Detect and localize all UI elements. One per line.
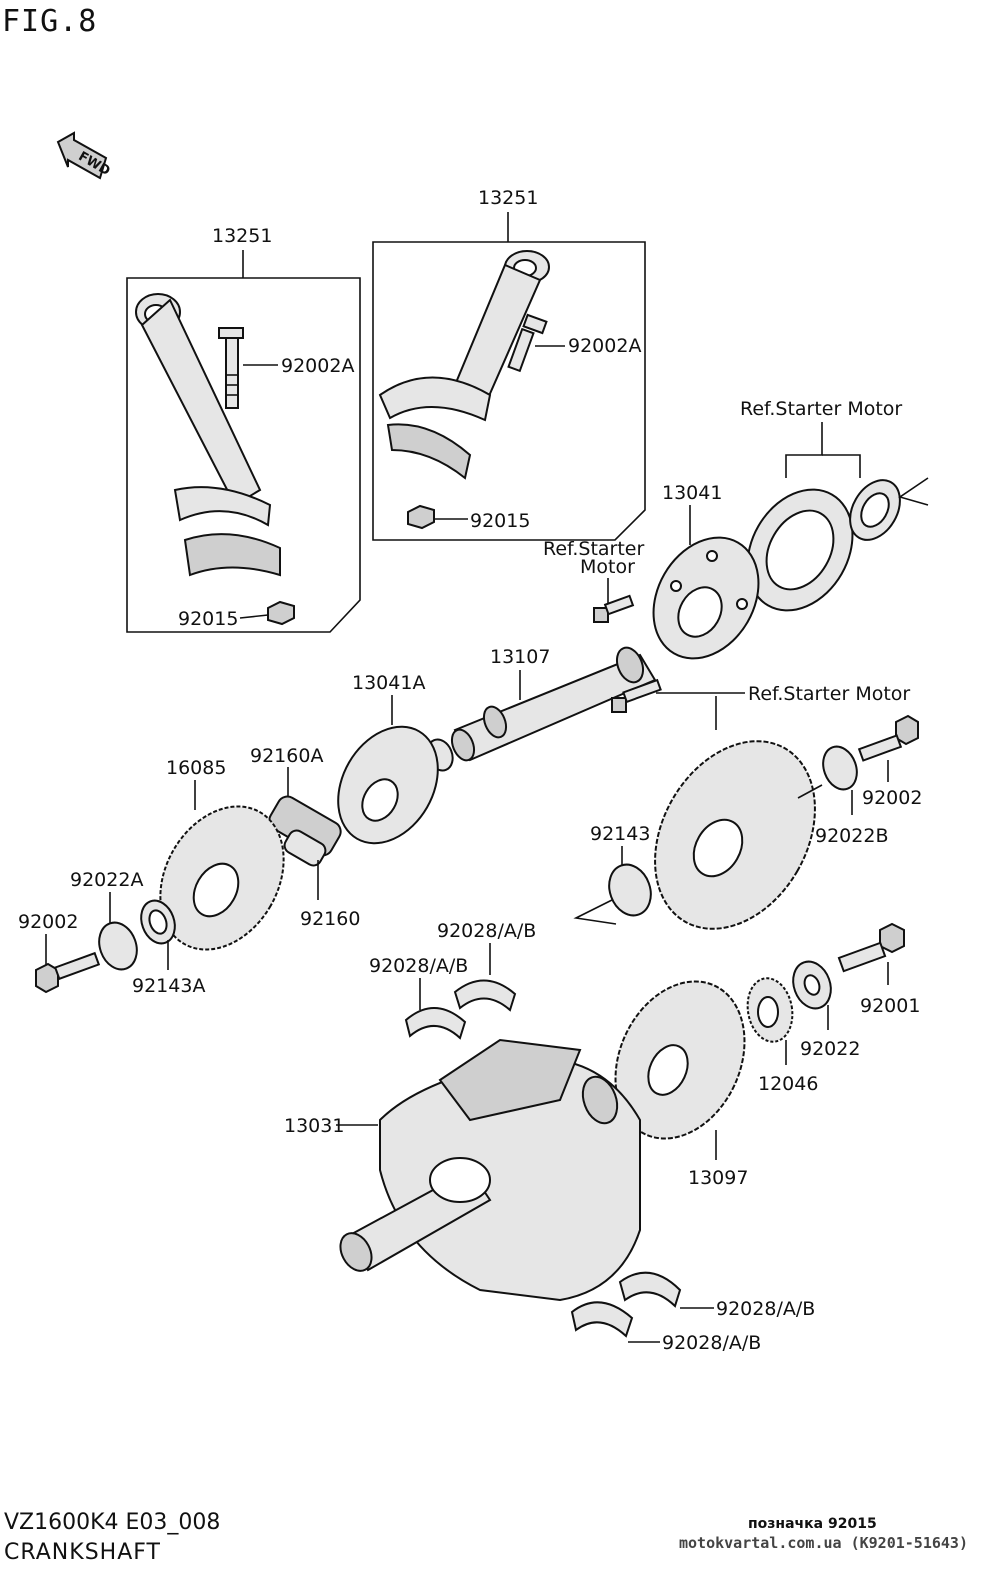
label-92002-right: 92002: [862, 787, 922, 809]
bush-92143a: 92143A: [132, 899, 205, 997]
starter-bolt-low: Ref.Starter Motor: [611, 678, 910, 730]
bush-92143: 92143: [573, 823, 652, 925]
label-13097: 13097: [688, 1167, 748, 1189]
label-ref-starter-low: Ref.Starter Motor: [748, 683, 910, 705]
fwd-arrow-icon: FWD: [56, 131, 113, 180]
crankshaft-13031: 13031: [284, 1038, 641, 1302]
label-92015-right: 92015: [470, 510, 530, 532]
footer-site: motokvartal.com.ua (K9201-51643): [679, 1534, 968, 1552]
label-12046: 12046: [758, 1073, 818, 1095]
label-92028-1: 92028/A/B: [437, 920, 536, 942]
damper-rubbers: 92160A 92160: [250, 745, 360, 930]
connecting-rod-right-group: 13251 92002A 92015: [372, 187, 646, 541]
label-92015-left: 92015: [178, 608, 238, 630]
label-92028-2: 92028/A/B: [369, 955, 468, 977]
connecting-rod-right: [378, 250, 550, 480]
starter-clutch-ring: [746, 488, 854, 612]
label-92001: 92001: [860, 995, 920, 1017]
label-16085: 16085: [166, 757, 226, 779]
clutch-housing-13041: 13041: [652, 482, 760, 660]
bolt-92002-right: 92002: [857, 714, 922, 809]
damper-hub-13041a: 13041A: [337, 672, 439, 845]
connecting-rod-left-group: 13251 92002A 92015: [126, 225, 361, 633]
label-92022b: 92022B: [815, 825, 888, 847]
label-92022a: 92022A: [70, 869, 143, 891]
washer-92022: 92022: [792, 960, 860, 1060]
label-92160a: 92160A: [250, 745, 323, 767]
figure-title: FIG.8: [2, 4, 98, 39]
label-92143a: 92143A: [132, 975, 205, 997]
bearing-92028-lower: 92028/A/B 92028/A/B: [570, 1271, 815, 1354]
gear-13097: 13097: [614, 980, 748, 1189]
bolt-92001: 92001: [837, 922, 920, 1017]
label-13251-left: 13251: [212, 225, 272, 247]
label-13031: 13031: [284, 1115, 344, 1137]
label-13041: 13041: [662, 482, 722, 504]
connecting-rod-left: [135, 293, 281, 577]
label-92028-4: 92028/A/B: [662, 1332, 761, 1354]
label-ref-starter-mid-1: Ref.Starter: [543, 538, 644, 560]
label-92002a-left: 92002A: [281, 355, 354, 377]
gear-starter-driven: [654, 740, 816, 930]
label-92028-3: 92028/A/B: [716, 1298, 815, 1320]
label-92143: 92143: [590, 823, 650, 845]
footer-name: CRANKSHAFT: [4, 1540, 161, 1565]
collar-92022b: 92022B: [797, 745, 888, 847]
label-92160: 92160: [300, 908, 360, 930]
starter-clutch-group: Ref.Starter Motor: [740, 398, 929, 612]
label-13107: 13107: [490, 646, 550, 668]
label-13251-right: 13251: [478, 187, 538, 209]
gear-16085: 16085: [159, 757, 285, 951]
bearing-92028-upper: 92028/A/B 92028/A/B: [369, 920, 536, 1040]
footer-note: позначка 92015: [748, 1516, 877, 1532]
starter-washer: [849, 479, 901, 541]
label-13041a: 13041A: [352, 672, 425, 694]
gear-12046: 12046: [746, 977, 818, 1095]
label-ref-starter-mid-2: Motor: [580, 556, 635, 578]
shaft-13107: 13107: [426, 646, 657, 772]
collar-92022a: 92022A: [70, 869, 143, 971]
label-92002a-right: 92002A: [568, 335, 641, 357]
label-92002-left: 92002: [18, 911, 78, 933]
bolt-92002a-right: [507, 313, 548, 373]
bolt-92002a-left: [218, 327, 244, 409]
label-92022: 92022: [800, 1038, 860, 1060]
starter-bolt-mid: Ref.Starter Motor: [543, 538, 644, 623]
nut-92015-left: [267, 600, 295, 626]
nut-92015-right: [407, 504, 435, 530]
label-ref-starter-top: Ref.Starter Motor: [740, 398, 902, 420]
footer-model: VZ1600K4 E03_008: [4, 1510, 221, 1535]
bolt-92002-left: 92002: [18, 911, 101, 994]
